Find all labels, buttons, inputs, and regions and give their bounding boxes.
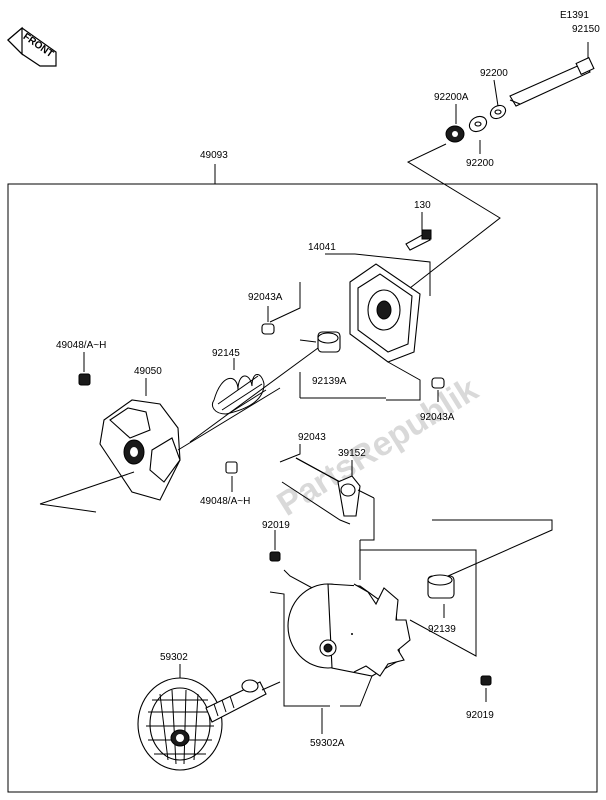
ramp-49050 — [39, 378, 281, 513]
callout-92043: 92043 — [298, 432, 326, 443]
nut-92200A — [445, 104, 465, 143]
callout-92019-right: 92019 — [466, 710, 494, 721]
callout-59302A: 59302A — [310, 738, 345, 749]
callout-130: 130 — [414, 200, 431, 211]
front-arrow-icon: FRONT — [7, 26, 57, 67]
bolt-130 — [405, 212, 432, 251]
callout-14041: 14041 — [308, 242, 336, 253]
bolt-92019-left — [269, 530, 281, 562]
callout-49048-bottom: 49048/A~H — [200, 496, 250, 507]
callout-92200-bottom: 92200 — [466, 158, 494, 169]
bushing-92139 — [427, 574, 455, 618]
bolt-path-line — [406, 143, 501, 289]
callout-39152: 39152 — [338, 448, 366, 459]
callout-92043A-left: 92043A — [248, 292, 283, 303]
callout-92145: 92145 — [212, 348, 240, 359]
bolt-92150 — [509, 42, 595, 107]
callout-49093: 49093 — [200, 150, 228, 161]
cover-14041 — [269, 253, 431, 401]
sheave-59302A — [269, 519, 553, 707]
nut-49048-bottom — [225, 461, 238, 492]
callout-59302: 59302 — [160, 652, 188, 663]
washer-92200-top — [489, 79, 507, 120]
assembly-frame — [7, 164, 598, 793]
spring-92145 — [189, 347, 319, 443]
bushing-92139A — [299, 331, 386, 399]
callout-92150: 92150 — [572, 24, 600, 35]
callout-92139A: 92139A — [312, 376, 347, 387]
nut-49048-top — [78, 352, 91, 386]
weight-39152 — [337, 460, 375, 541]
washer-92200-bottom — [468, 115, 488, 154]
fixed-sheave-59302 — [137, 664, 281, 771]
watermark-text: PartsRepublik — [271, 370, 485, 523]
callout-92139: 92139 — [428, 624, 456, 635]
shaft-92043 — [279, 444, 351, 525]
callout-49048-top: 49048/A~H — [56, 340, 106, 351]
diagram-code: E1391 — [560, 10, 589, 21]
callout-49050: 49050 — [134, 366, 162, 377]
pin-92043A-right — [431, 377, 445, 402]
callout-92043A-right: 92043A — [420, 412, 455, 423]
callout-92200-top: 92200 — [480, 68, 508, 79]
callout-92200A: 92200A — [434, 92, 469, 103]
bolt-92019-right — [480, 675, 492, 702]
callout-92019-left: 92019 — [262, 520, 290, 531]
pin-92043A-left — [261, 306, 275, 335]
